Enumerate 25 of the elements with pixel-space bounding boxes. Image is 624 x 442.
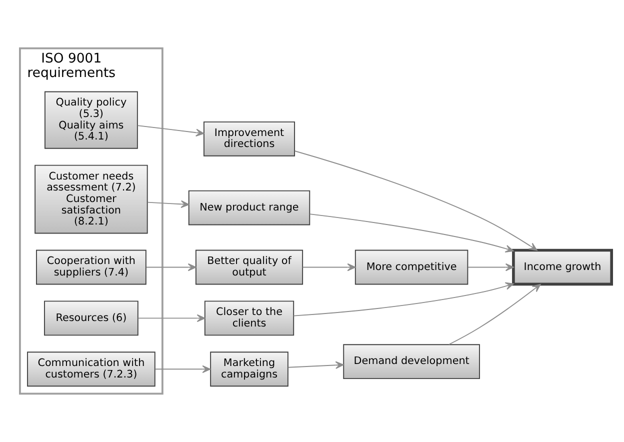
arrow <box>468 263 514 272</box>
node-box: Customer needs assessment (7.2) Customer satisfaction (8.2.1) <box>34 164 148 234</box>
node-box: Demand development <box>343 344 480 380</box>
node-box: Cooperation with suppliers (7.4) <box>36 250 146 285</box>
node-box: More competitive <box>354 250 468 285</box>
arrow <box>147 200 190 208</box>
node-box: Closer to the clients <box>204 300 294 336</box>
node-box: Income growth <box>512 248 613 286</box>
node-box: Improvement directions <box>203 121 296 156</box>
arrow <box>138 314 206 322</box>
arrow <box>302 263 356 272</box>
arrow <box>293 282 514 316</box>
arrow <box>137 125 204 136</box>
arrow <box>288 361 344 369</box>
node-box: New product range <box>188 190 310 226</box>
node-box: Communication with customers (7.2.3) <box>27 352 156 387</box>
arrow <box>448 284 541 345</box>
node-box: Resources (6) <box>44 300 138 336</box>
node-box: Quality policy (5.3) Quality aims (5.4.1) <box>44 91 138 149</box>
arrow <box>146 263 196 272</box>
arrow <box>309 214 514 252</box>
node-box: Marketing campaigns <box>210 352 288 387</box>
arrow <box>294 150 538 251</box>
node-box: Better quality of output <box>195 250 304 285</box>
arrow <box>154 365 211 374</box>
